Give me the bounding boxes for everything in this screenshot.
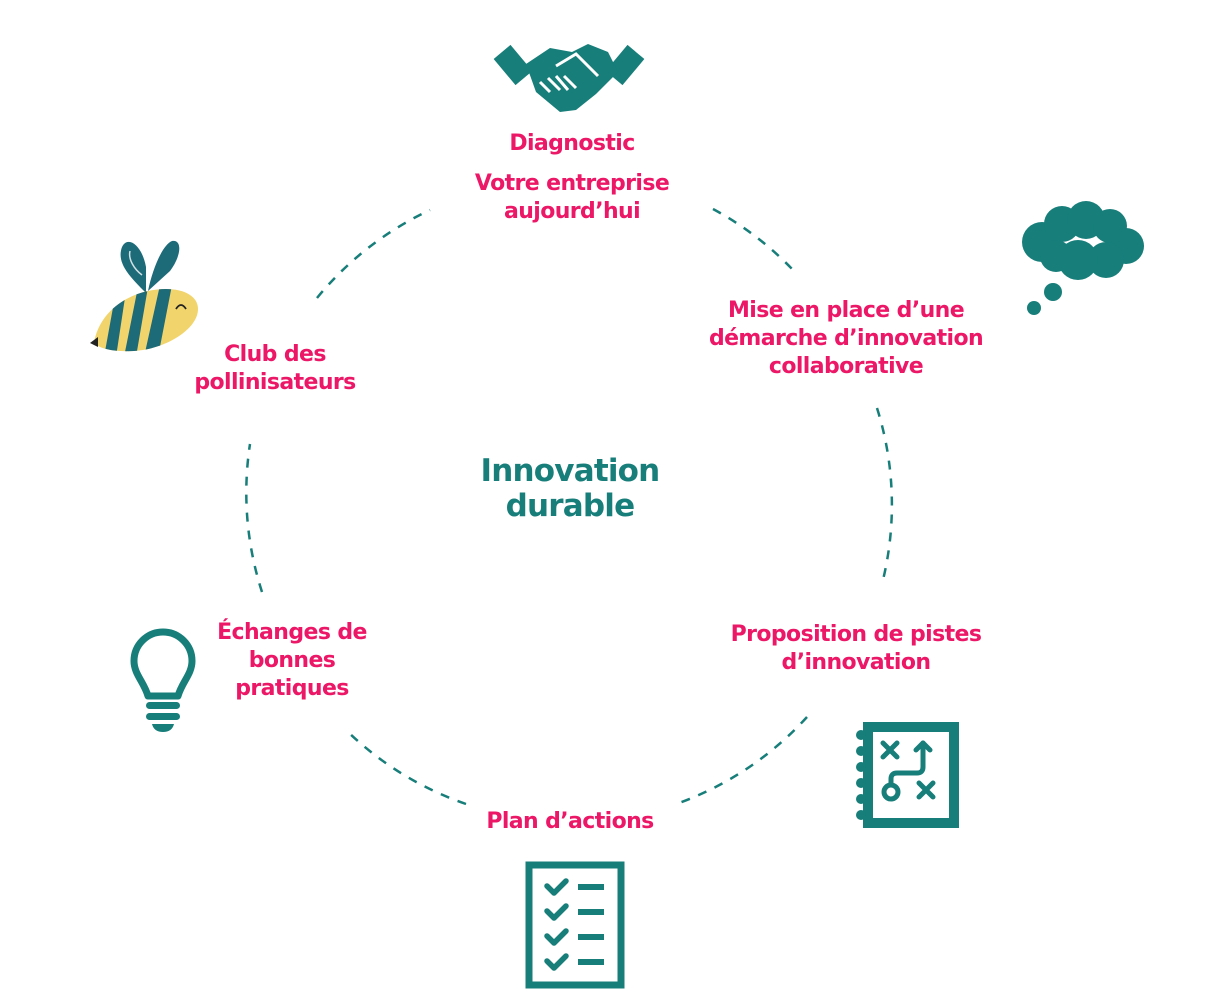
- step-demarche-label: Mise en place d’une démarche d’innovatio…: [708, 298, 984, 379]
- arc-left: [245, 443, 264, 593]
- bee-icon: [90, 240, 198, 352]
- arc-top-right: [712, 207, 794, 271]
- step-echanges-label: Échanges de bonnes pratiques: [217, 620, 367, 701]
- center-title-line: durable: [505, 488, 636, 524]
- thought-cloud-icon: [1022, 201, 1144, 315]
- center-title-line: Innovation: [480, 453, 661, 489]
- step-club-label: Club des pollinisateurs: [194, 342, 356, 395]
- handshake-icon: [493, 44, 645, 112]
- lightbulb-icon: [130, 628, 196, 732]
- arc-bottom-right: [678, 716, 808, 805]
- checklist-icon: [525, 861, 625, 989]
- strategy-board-icon: [856, 722, 959, 828]
- center-title: Innovation durable: [440, 454, 700, 524]
- arc-top-left: [316, 208, 431, 299]
- step-diagnostic-label: Votre entreprise aujourd’hui: [474, 171, 670, 224]
- step-diagnostic-title: Diagnostic: [509, 131, 635, 156]
- arc-bottom-left: [346, 730, 467, 806]
- step-plan-label: Plan d’actions: [486, 809, 654, 834]
- arc-right: [875, 407, 894, 581]
- step-pistes-label: Proposition de pistes d’innovation: [730, 622, 982, 675]
